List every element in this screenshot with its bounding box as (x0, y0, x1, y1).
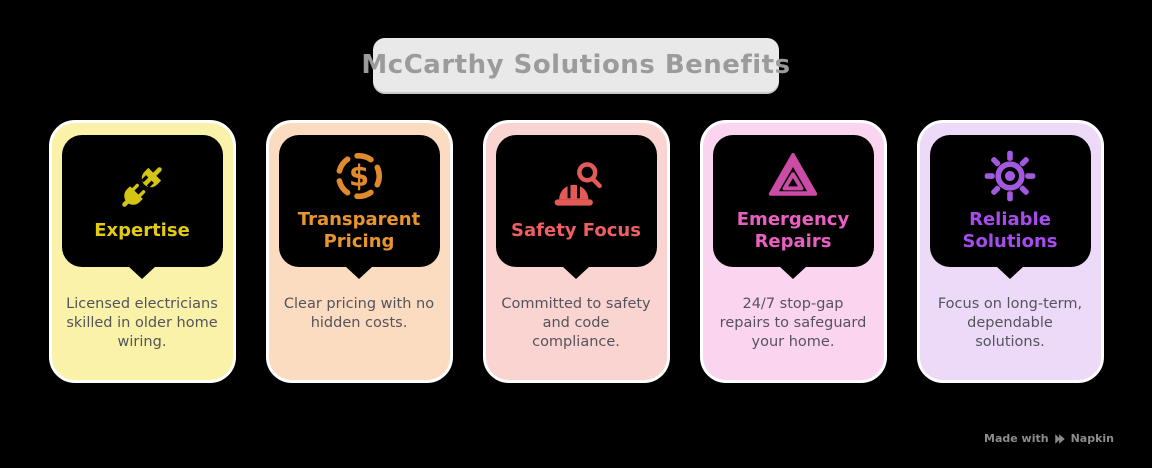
made-with-napkin-credit: Made with Napkin (984, 432, 1114, 445)
dollar-coin-icon: $ (332, 149, 386, 203)
napkin-brand-label: Napkin (1070, 432, 1114, 445)
page-title: McCarthy Solutions Benefits (361, 50, 791, 80)
card-emergency-repairs: Emergency Repairs 24/7 stop-gap repairs … (699, 120, 887, 383)
card-safety-focus-title: Safety Focus (511, 220, 641, 242)
card-expertise-title: Expertise (94, 220, 190, 242)
hard-hat-search-icon (549, 160, 603, 214)
card-reliable-solutions: Reliable Solutions Focus on long-term, d… (916, 120, 1104, 383)
made-with-label: Made with (984, 432, 1049, 445)
svg-text:$: $ (349, 159, 369, 193)
plug-disconnected-icon (115, 160, 169, 214)
card-transparent-pricing-description: Clear pricing with no hidden costs. (283, 296, 435, 332)
card-reliable-solutions-description: Focus on long-term, dependable solutions… (937, 296, 1083, 351)
card-emergency-repairs-description: 24/7 stop-gap repairs to safeguard your … (719, 296, 867, 351)
main-title-box: McCarthy Solutions Benefits (361, 38, 790, 92)
card-safety-focus: Safety Focus Committed to safety and cod… (482, 120, 670, 383)
card-safety-focus-bubble: Safety Focus (495, 135, 657, 267)
card-expertise-bubble: Expertise (61, 135, 223, 267)
gear-icon (983, 149, 1037, 203)
benefit-cards-row: Expertise Licensed electricians skilled … (0, 120, 1152, 383)
card-transparent-pricing-bubble: $ Transparent Pricing (278, 135, 440, 267)
warning-triangle-icon (766, 149, 820, 203)
card-expertise-description: Licensed electricians skilled in older h… (66, 296, 218, 351)
card-safety-focus-description: Committed to safety and code compliance. (501, 296, 651, 351)
card-expertise: Expertise Licensed electricians skilled … (48, 120, 236, 383)
card-emergency-repairs-bubble: Emergency Repairs (712, 135, 874, 267)
card-emergency-repairs-title: Emergency Repairs (736, 209, 850, 252)
card-transparent-pricing-title: Transparent Pricing (297, 209, 421, 252)
card-reliable-solutions-bubble: Reliable Solutions (929, 135, 1091, 267)
card-transparent-pricing: $ Transparent Pricing Clear pricing with… (265, 120, 453, 383)
card-reliable-solutions-title: Reliable Solutions (962, 209, 1058, 252)
napkin-logo-icon (1054, 433, 1066, 445)
